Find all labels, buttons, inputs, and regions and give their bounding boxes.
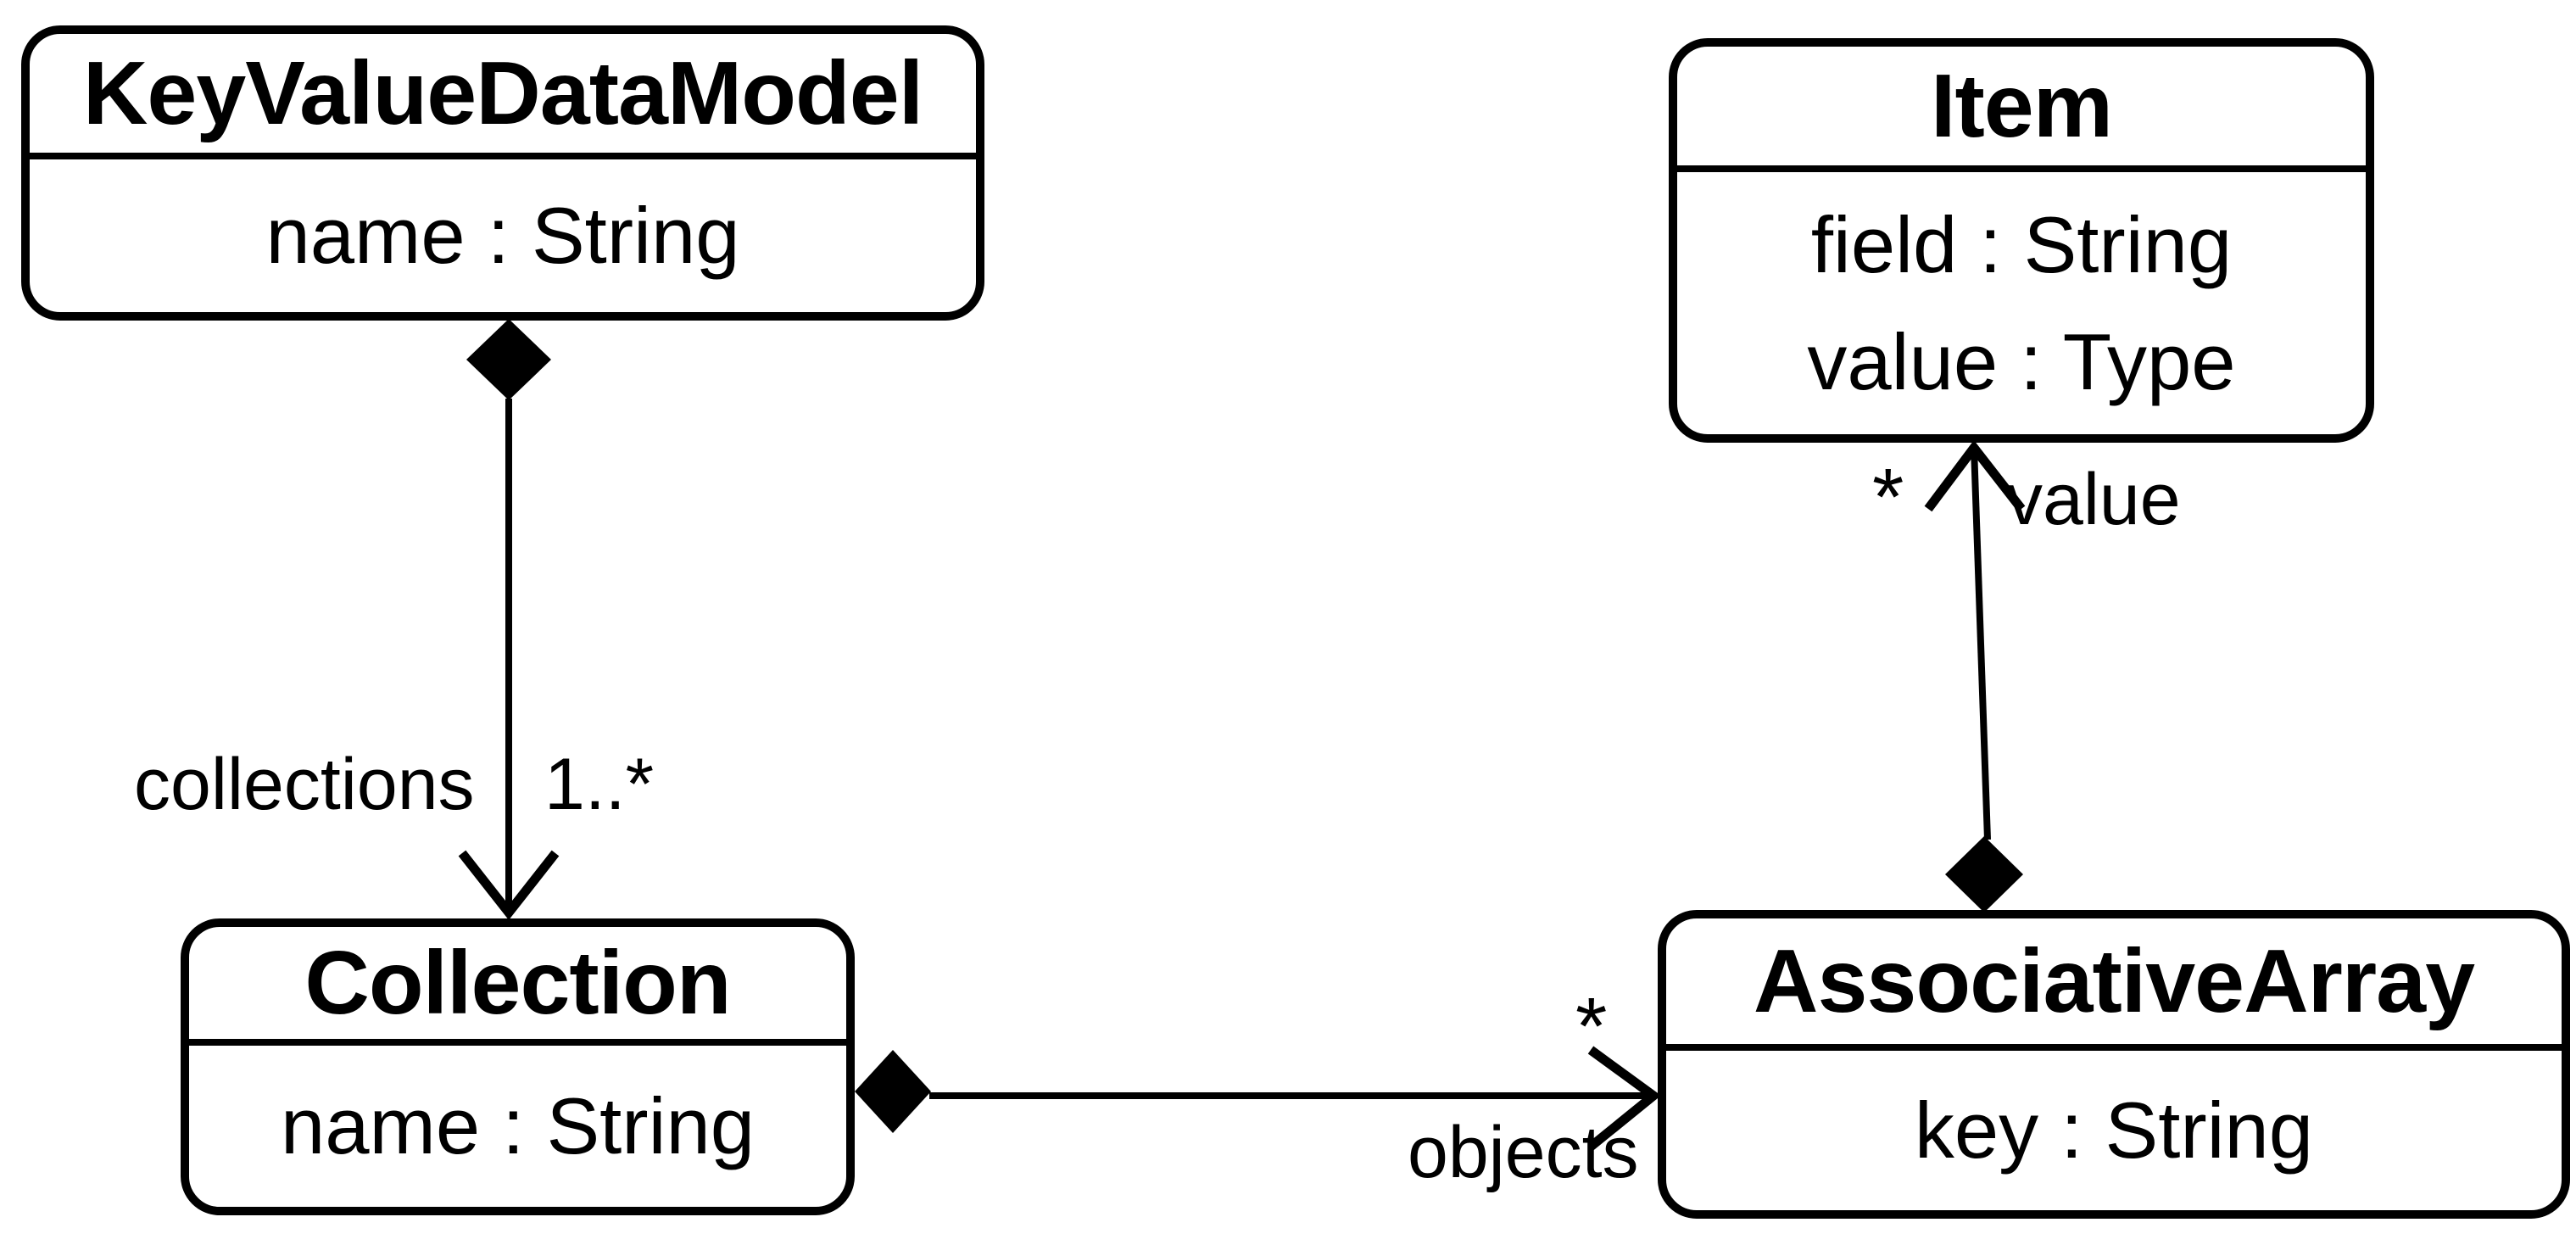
open-arrowhead-icon: [458, 850, 560, 920]
class-title: KeyValueDataModel: [30, 34, 976, 159]
class-title: Collection: [189, 927, 846, 1046]
class-attribute: name : String: [265, 191, 740, 281]
class-attribute: name : String: [280, 1081, 756, 1171]
composition-diamond-icon: [855, 1050, 931, 1133]
class-attribute: key : String: [1914, 1086, 2314, 1175]
class-box-collection: Collection name : String: [181, 918, 855, 1215]
class-attributes: name : String: [189, 1046, 846, 1207]
class-box-item: Item field : String value : Type: [1669, 38, 2374, 443]
class-attribute: field : String: [1810, 200, 2233, 290]
multiplicity-label-1-star: 1..*: [544, 744, 655, 825]
class-box-associativearray: AssociativeArray key : String: [1658, 910, 2570, 1219]
class-attributes: name : String: [30, 159, 976, 312]
class-title: Item: [1677, 47, 2366, 172]
multiplicity-label-objects-star: *: [1575, 981, 1608, 1072]
role-label-value: value: [2006, 459, 2181, 540]
class-attributes: field : String value : Type: [1677, 172, 2366, 434]
association-line: [1971, 447, 1991, 840]
composition-diamond-icon: [1945, 836, 2023, 913]
role-label-collections: collections: [134, 744, 475, 825]
class-title: AssociativeArray: [1666, 918, 2562, 1051]
relationship-kvdm-collection: [458, 319, 560, 920]
class-attributes: key : String: [1666, 1051, 2562, 1210]
multiplicity-label-value-star: *: [1872, 452, 1904, 543]
class-box-keyvaluedatamodel: KeyValueDataModel name : String: [21, 25, 984, 321]
role-label-objects: objects: [1408, 1112, 1639, 1193]
class-attribute: value : Type: [1807, 316, 2236, 406]
composition-diamond-icon: [466, 319, 551, 400]
